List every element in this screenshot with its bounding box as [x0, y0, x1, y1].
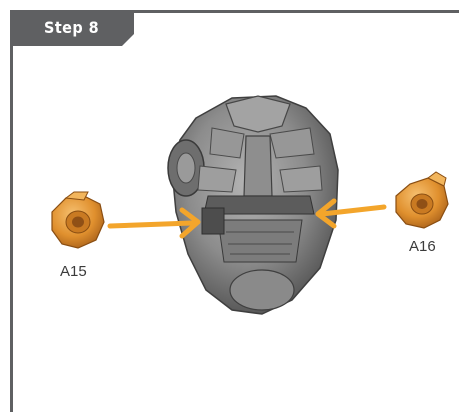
- part-a16: [396, 172, 448, 228]
- arrow-a15-to-helmet: [110, 210, 198, 236]
- helmet-part: [168, 96, 338, 314]
- label-a16: A16: [409, 238, 436, 255]
- arrow-a16-to-helmet: [318, 201, 384, 226]
- label-a15: A15: [60, 263, 87, 280]
- part-a15: [52, 192, 104, 248]
